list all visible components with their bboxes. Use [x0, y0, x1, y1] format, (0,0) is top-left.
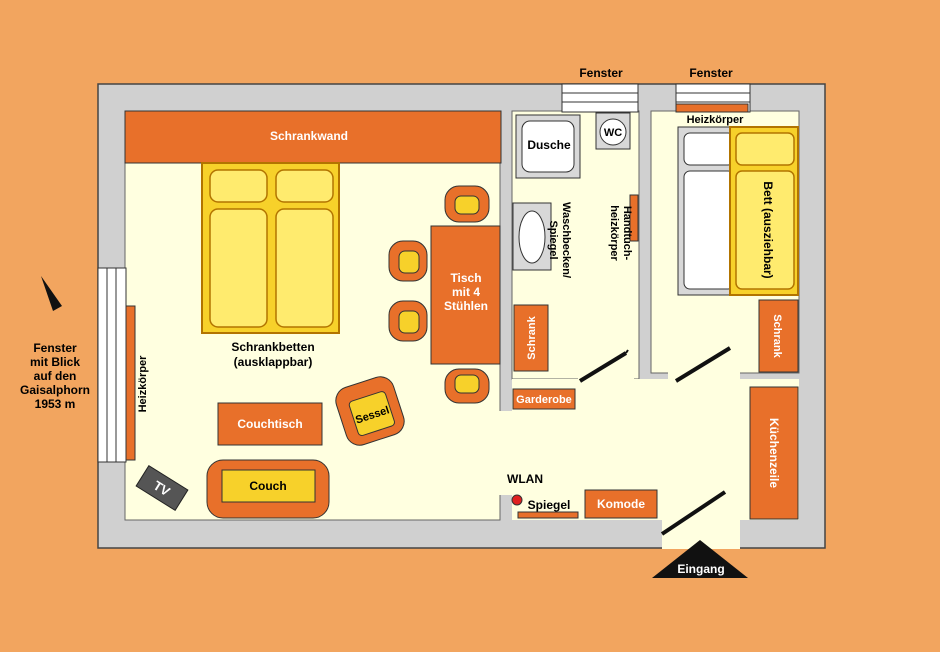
window-bedroom-label: Fenster — [689, 66, 733, 80]
door-bathroom — [578, 349, 629, 383]
chair-bottom — [444, 368, 490, 404]
armchair: Sessel — [335, 376, 405, 446]
chest-of-drawers — [584, 489, 658, 519]
window-bathroom — [561, 83, 639, 113]
mirror-label: Spiegel — [528, 498, 571, 512]
entrance-label: Eingang — [677, 562, 724, 576]
door-bedroom — [674, 346, 732, 383]
schrankbetten-label-2: (ausklappbar) — [234, 355, 313, 369]
toilet — [595, 112, 631, 150]
view-label-3: auf den — [34, 369, 77, 383]
pullout-bed-label: Bett (ausziehbar) — [761, 181, 775, 278]
kitchenette — [749, 386, 799, 520]
bathroom-cabinet — [513, 304, 549, 372]
view-label-1: Fenster — [33, 341, 77, 355]
view-label-4: Gaisalphorn — [20, 383, 90, 397]
shower — [515, 114, 581, 179]
heater-left-label: Heizkörper — [137, 355, 149, 413]
schrankbetten — [201, 162, 340, 334]
towel-heater — [629, 194, 639, 242]
coat-rack-label: Garderobe — [516, 394, 572, 406]
couch — [206, 459, 330, 519]
tv: TV — [135, 464, 189, 512]
view-direction-arrow — [41, 276, 62, 311]
washbasin-label-2: Spiegel — [547, 220, 559, 259]
kitchenette-label: Küchenzeile — [767, 418, 781, 488]
door-entrance — [660, 490, 727, 536]
mirror — [517, 511, 579, 519]
toilet-label: WC — [604, 127, 622, 139]
view-label-2: mit Blick — [30, 355, 80, 369]
schrankwand — [124, 110, 502, 164]
coffee-table-label: Couchtisch — [237, 417, 302, 431]
towel-heater-label-1: Handtuch- — [621, 206, 633, 261]
washbasin — [512, 202, 552, 271]
bathroom-cabinet-label: Schrank — [526, 315, 538, 359]
table-label-3: Stühlen — [444, 299, 488, 313]
bedroom-cabinet — [758, 299, 799, 373]
schrankbetten-label-1: Schrankbetten — [231, 340, 314, 354]
window-left — [97, 267, 127, 463]
window-bathroom-label: Fenster — [579, 66, 623, 80]
couch-label: Couch — [249, 479, 286, 493]
hallway-floor-link — [499, 411, 513, 495]
table-label-1: Tisch — [450, 271, 481, 285]
heater-left — [125, 305, 136, 461]
wlan-router — [511, 494, 523, 506]
entrance-arrow — [652, 540, 748, 578]
coat-rack — [512, 388, 576, 410]
shower-label: Dusche — [527, 138, 571, 152]
schrankwand-label: Schrankwand — [270, 129, 348, 143]
table-label-2: mit 4 — [452, 285, 480, 299]
chair-left-1 — [388, 240, 428, 282]
view-label-5: 1953 m — [35, 397, 76, 411]
heater-bedroom-label: Heizkörper — [687, 114, 745, 126]
wlan-label: WLAN — [507, 472, 543, 486]
bedroom-cabinet-label: Schrank — [771, 314, 783, 358]
washbasin-label-1: Waschbecken/ — [560, 202, 572, 278]
dining-table — [430, 225, 501, 365]
towel-heater-label-2: heizkörper — [608, 205, 620, 261]
heater-bedroom — [675, 103, 749, 113]
pullout-bed — [677, 126, 799, 296]
coffee-table — [217, 402, 323, 446]
chest-of-drawers-label: Komode — [597, 497, 645, 511]
chair-top — [444, 185, 490, 223]
chair-left-2 — [388, 300, 428, 342]
